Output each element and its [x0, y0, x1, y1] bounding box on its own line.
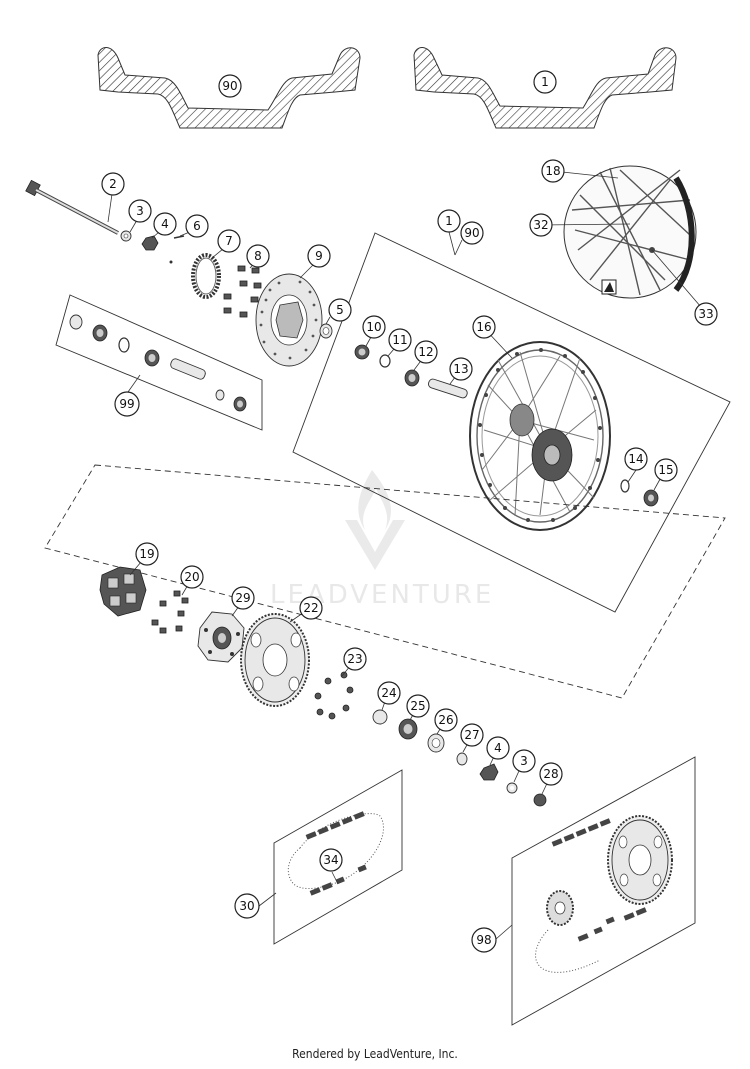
callout: 16	[472, 315, 496, 339]
callout: 4	[153, 212, 177, 236]
chain-kit-panel-98	[511, 756, 696, 1026]
callout-label: 5	[336, 303, 344, 317]
callout-label: 2	[109, 177, 117, 191]
callout: 11	[388, 328, 412, 352]
callout-label: 3	[136, 204, 144, 218]
callout: 33	[694, 302, 718, 326]
callout: 26	[434, 708, 458, 732]
callout-label: 6	[193, 219, 201, 233]
callout-label: 9	[315, 249, 323, 263]
callout-label: 25	[410, 699, 425, 713]
callout-label: 98	[476, 933, 491, 947]
nut-part-4	[141, 235, 159, 251]
washer-part-3	[120, 230, 132, 242]
callout: 6	[185, 214, 209, 238]
callout: 13	[449, 357, 473, 381]
callout-label: 3	[520, 754, 528, 768]
footer-credit: Rendered by LeadVenture, Inc.	[292, 1047, 458, 1061]
callout-label: 27	[464, 728, 479, 742]
callout: 4	[486, 736, 510, 760]
callout-label: 90	[222, 79, 237, 93]
callout-label: 4	[494, 741, 502, 755]
rim-profile-90	[97, 47, 361, 129]
callout: 29	[231, 586, 255, 610]
callout: 12	[414, 340, 438, 364]
callout: 9	[307, 244, 331, 268]
callout-label: 16	[476, 320, 491, 334]
callout: 5	[328, 298, 352, 322]
callout-label: 18	[545, 164, 560, 178]
callout-label: 13	[453, 362, 468, 376]
callout-label: 8	[254, 249, 262, 263]
callout: 99	[114, 391, 140, 417]
callout: 14	[624, 447, 648, 471]
callout-label: 4	[161, 217, 169, 231]
pin-part-6	[173, 235, 185, 239]
callout-label: 14	[628, 452, 643, 466]
callout: 27	[460, 723, 484, 747]
washer-part-3-lower	[506, 782, 518, 794]
spacer-part-5	[319, 323, 333, 339]
nut-part-28	[533, 793, 547, 807]
callout: 8	[246, 244, 270, 268]
brake-disc-part-9	[255, 273, 323, 367]
callout: 1	[437, 209, 461, 233]
callout-label: 23	[347, 652, 362, 666]
callout: 3	[128, 199, 152, 223]
leadventure-watermark: LEADVENTURE	[270, 470, 491, 610]
callout-label: 11	[392, 333, 407, 347]
callout: 90	[460, 221, 484, 245]
callout-label: 7	[225, 234, 233, 248]
spoke-detail-inset	[563, 165, 697, 299]
nut-part-4-lower	[479, 763, 499, 781]
callout: 19	[135, 542, 159, 566]
callout: 15	[654, 458, 678, 482]
bolts-part-8	[223, 265, 262, 318]
callout: 1	[533, 70, 557, 94]
rim-profile-1	[413, 47, 677, 129]
callout-label: 15	[658, 463, 673, 477]
callout-label: 34	[323, 853, 338, 867]
callout-label: 22	[303, 601, 318, 615]
callout-label: 26	[438, 713, 453, 727]
callout-label: 1	[445, 214, 453, 228]
callout-label: 99	[119, 397, 134, 411]
callout-label: 24	[381, 686, 396, 700]
callout-label: 28	[543, 767, 558, 781]
callout-label: 33	[698, 307, 713, 321]
callout: 22	[299, 596, 323, 620]
callout: 98	[471, 927, 497, 953]
callout-label: 20	[184, 570, 199, 584]
callout: 28	[539, 762, 563, 786]
callout: 23	[343, 647, 367, 671]
callout: 10	[362, 315, 386, 339]
panel-kit-99	[55, 294, 263, 431]
callout: 30	[234, 893, 260, 919]
callout-label: 19	[139, 547, 154, 561]
callout: 90	[218, 74, 242, 98]
callout-label: 32	[533, 218, 548, 232]
callout: 3	[512, 749, 536, 773]
callout: 2	[101, 172, 125, 196]
callout-label: 29	[235, 591, 250, 605]
callout: 34	[319, 848, 343, 872]
callout: 25	[406, 694, 430, 718]
callout-label: 12	[418, 345, 433, 359]
callout-label: 30	[239, 899, 254, 913]
callout-label: 90	[464, 226, 479, 240]
callout: 18	[541, 159, 565, 183]
callout: 32	[529, 213, 553, 237]
callout: 24	[377, 681, 401, 705]
bolt-small	[169, 260, 173, 264]
sensor-ring-part-7	[191, 253, 221, 299]
axle-part-2	[25, 179, 119, 235]
sprocket-assembly-panel	[44, 464, 726, 766]
callout-label: 1	[541, 75, 549, 89]
callout: 7	[217, 229, 241, 253]
chain-panel-30	[273, 769, 403, 945]
callout: 20	[180, 565, 204, 589]
callout-label: 10	[366, 320, 381, 334]
wheel-assembly-panel	[292, 232, 731, 613]
